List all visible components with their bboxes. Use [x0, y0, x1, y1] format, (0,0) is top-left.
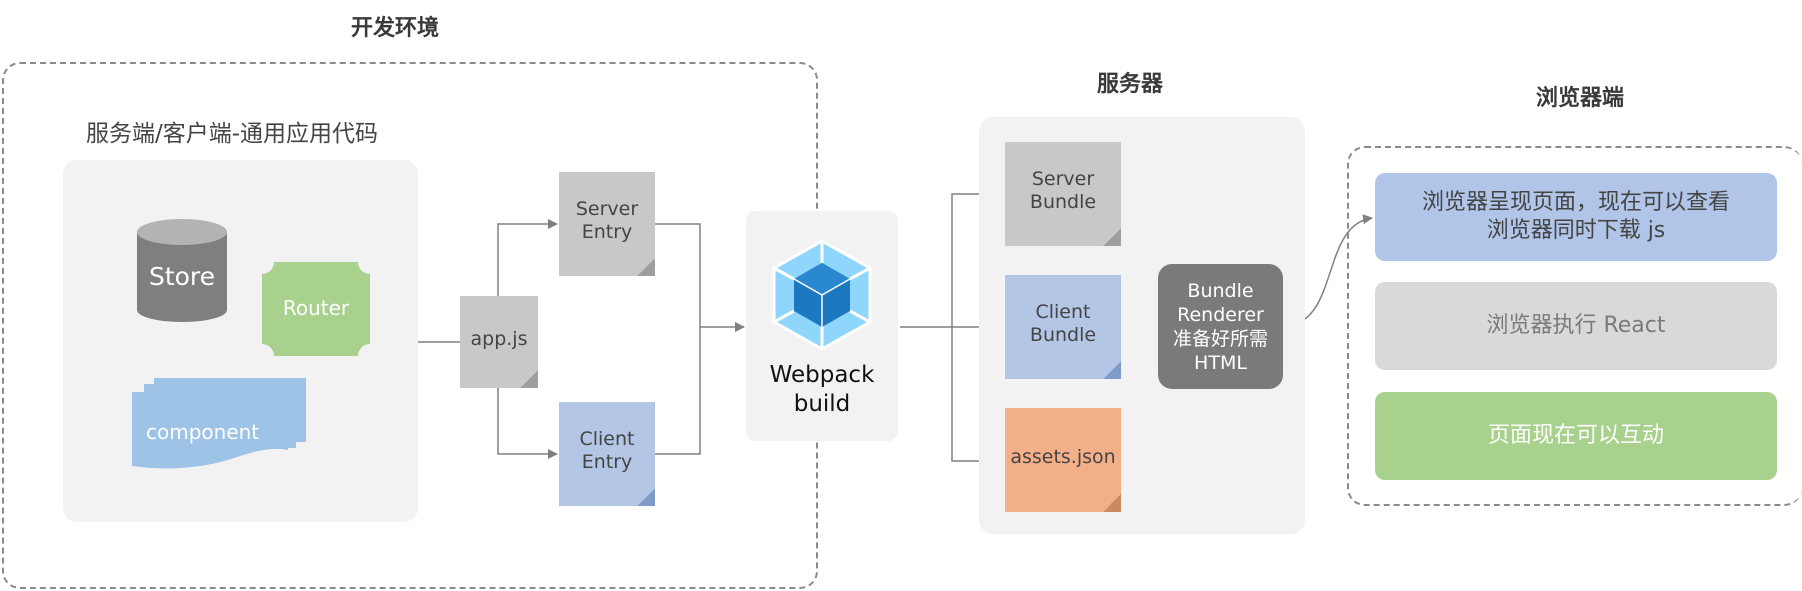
router-shape-icon: [262, 262, 370, 356]
app-js-file: app.js: [460, 296, 538, 388]
store-cylinder: Store: [135, 216, 229, 328]
webpack-logo-icon: [772, 239, 872, 351]
browser-container: [1347, 146, 1802, 506]
client-bundle-line2: Bundle: [1029, 324, 1097, 346]
fold-corner: [1103, 361, 1121, 379]
component-shape: component: [130, 378, 310, 474]
server-entry-line1: Server: [575, 198, 639, 220]
fold-corner: [637, 258, 655, 276]
server-bundle-line2: Bundle: [1029, 191, 1097, 213]
webpack-label-line1: Webpack: [769, 362, 875, 388]
browser-step-execute-react-label: 浏览器执行 React: [1486, 313, 1666, 338]
connector-entries-merge: [655, 223, 701, 455]
fold-corner: [637, 488, 655, 506]
client-entry-line2: Entry: [581, 451, 633, 473]
dev-env-subtitle: 服务端/客户端-通用应用代码: [86, 121, 379, 147]
component-multidoc-icon: [132, 378, 306, 469]
renderer-line1: Bundle: [1187, 279, 1254, 302]
browser-step-interactive: 页面现在可以互动: [1375, 392, 1777, 480]
router-label: Router: [282, 296, 350, 320]
fold-corner: [520, 370, 538, 388]
client-entry-line1: Client: [579, 428, 635, 450]
browser-step-render-line1: 浏览器呈现页面，现在可以查看: [1421, 190, 1730, 215]
browser-title: 浏览器端: [1535, 86, 1624, 111]
arrow-app-server-entry: [497, 219, 558, 296]
server-bundle-line1: Server: [1031, 168, 1095, 190]
browser-step-interactive-label: 页面现在可以互动: [1487, 423, 1664, 448]
assets-json-label: assets.json: [1010, 445, 1116, 468]
server-entry-line2: Entry: [581, 221, 633, 243]
assets-json-file: assets.json: [1005, 408, 1121, 512]
renderer-line3: 准备好所需: [1172, 327, 1268, 350]
server-title: 服务器: [1096, 72, 1163, 97]
fold-corner: [1103, 494, 1121, 512]
store-label: Store: [148, 262, 216, 291]
store-cylinder-icon: [137, 219, 227, 322]
renderer-line2: Renderer: [1177, 303, 1264, 326]
renderer-line4: HTML: [1194, 351, 1247, 374]
fold-corner: [1103, 228, 1121, 246]
browser-step-execute-react: 浏览器执行 React: [1375, 282, 1777, 370]
app-js-label: app.js: [470, 327, 528, 350]
arrow-app-client-entry: [497, 388, 558, 459]
client-bundle-line1: Client: [1035, 301, 1091, 323]
bundle-renderer: Bundle Renderer 准备好所需 HTML: [1158, 264, 1283, 389]
browser-step-render: 浏览器呈现页面，现在可以查看 浏览器同时下载 js: [1375, 173, 1777, 261]
dev-env-title: 开发环境: [350, 16, 439, 41]
browser-step-render-line2: 浏览器同时下载 js: [1486, 218, 1666, 243]
router-shape: Router: [262, 262, 370, 356]
component-label: component: [146, 420, 260, 444]
webpack-label-line2: build: [793, 391, 851, 417]
webpack-build-panel: Webpack build: [746, 211, 898, 441]
